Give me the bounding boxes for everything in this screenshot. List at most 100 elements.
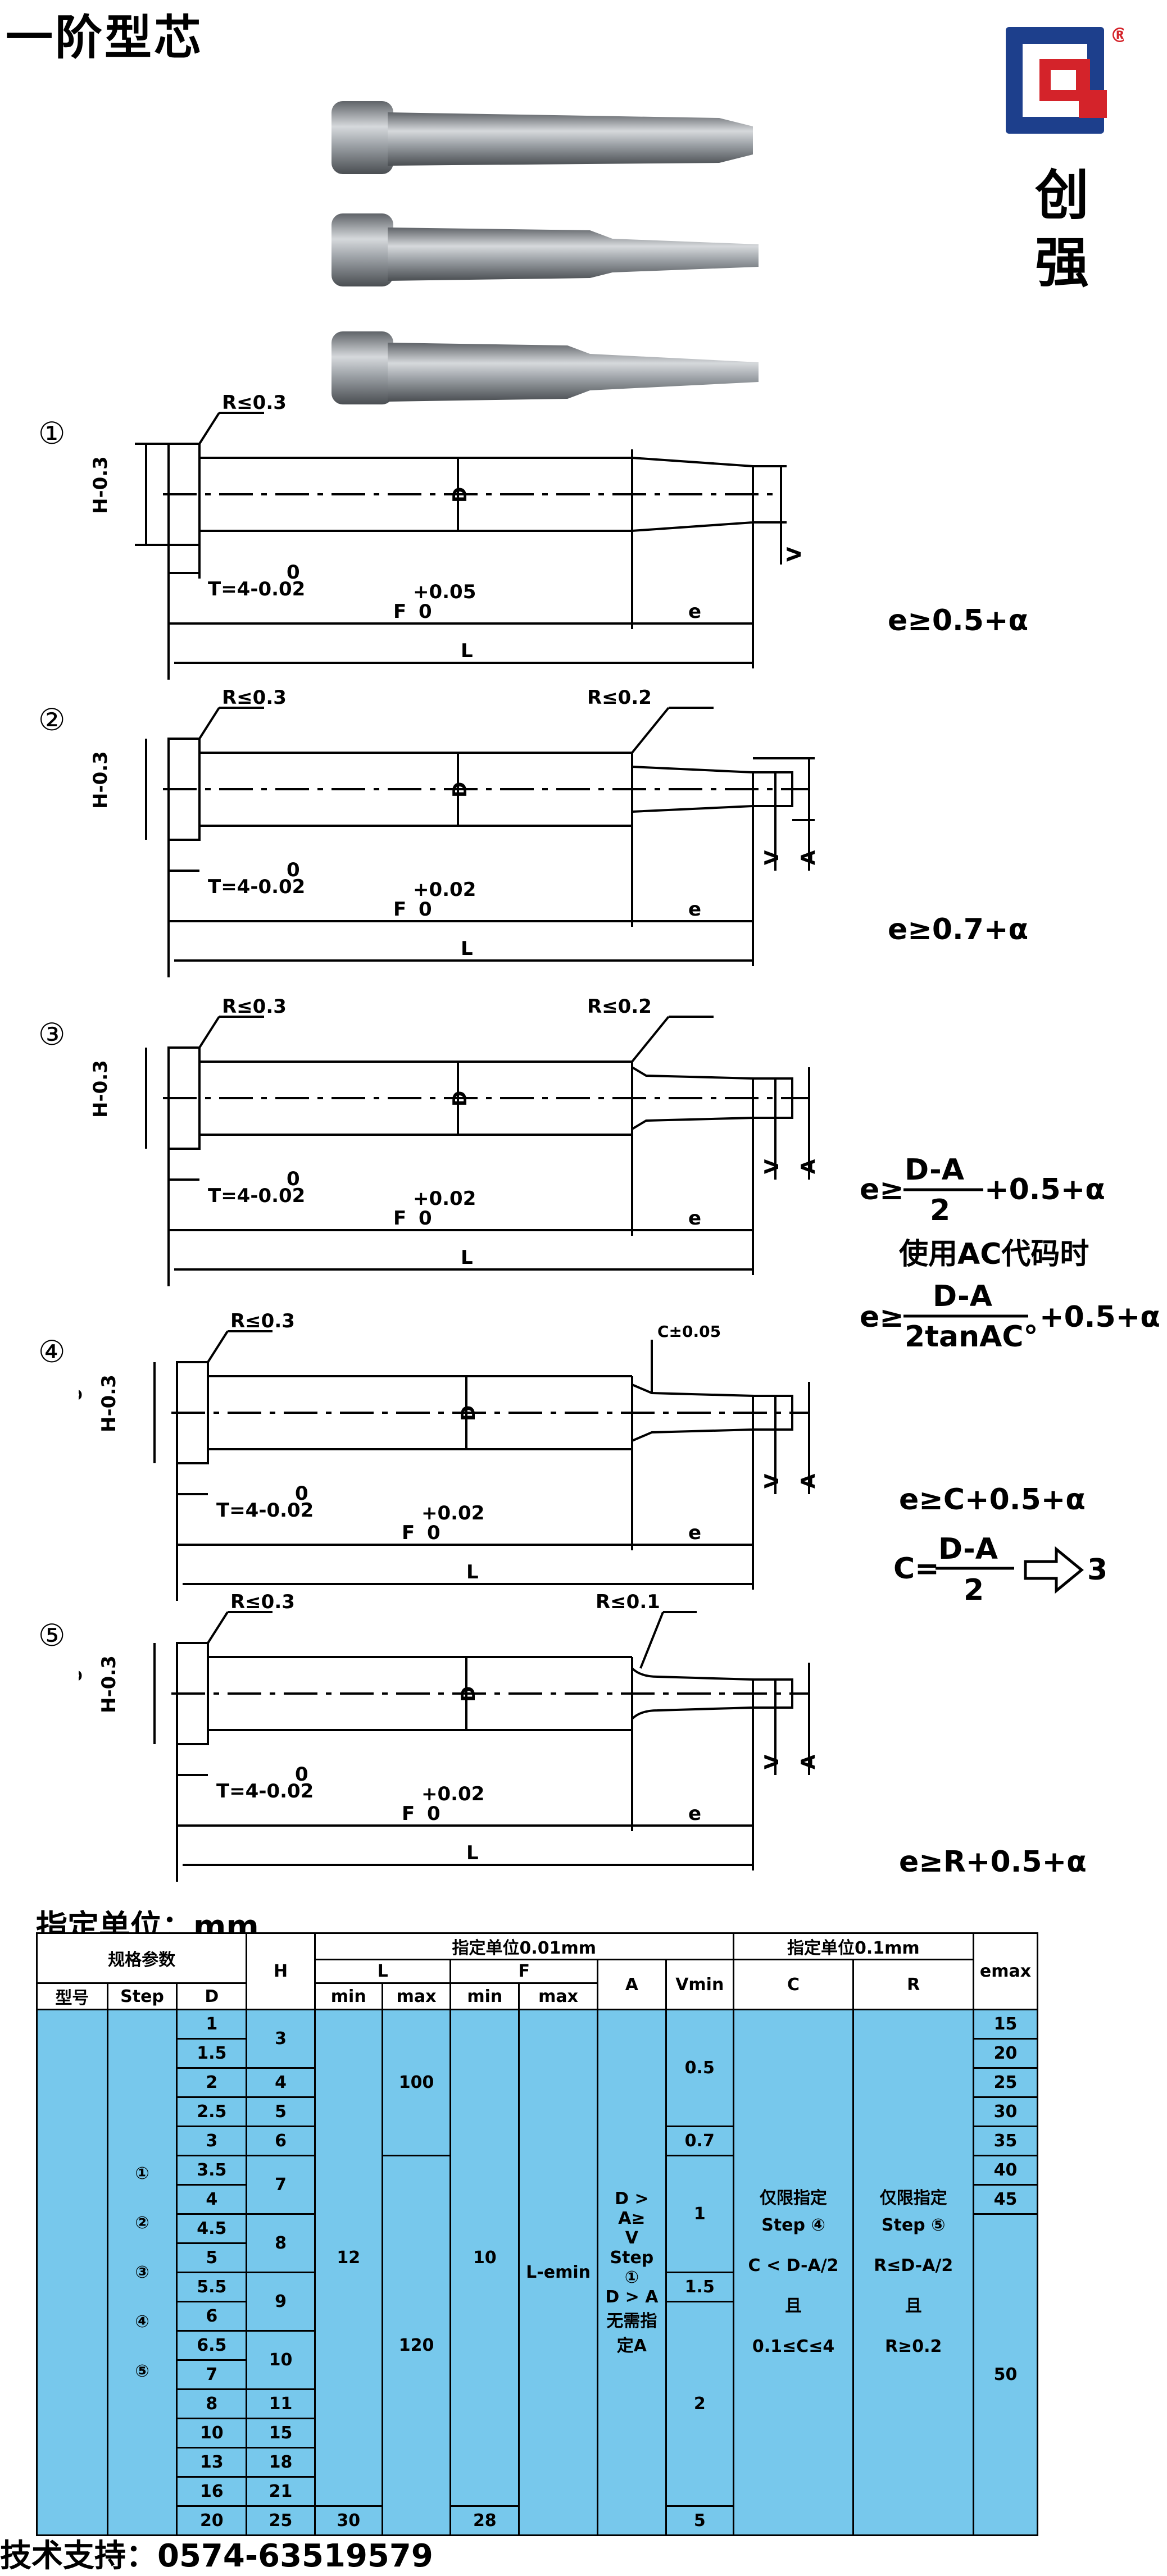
- formula-step-1: e≥0.5+α: [888, 604, 1029, 638]
- emax-cell: 50: [972, 2213, 1039, 2536]
- th-spec-group: 规格参数: [35, 1932, 248, 1984]
- svg-text:0: 0: [79, 1669, 87, 1682]
- vmin-cell: 0.5: [665, 2009, 734, 2127]
- svg-text:0: 0: [419, 600, 432, 623]
- svg-text:0: 0: [287, 1168, 300, 1190]
- emax-cell: 25: [972, 2067, 1039, 2098]
- svg-text:T=4-0.02: T=4-0.02: [208, 876, 305, 898]
- svg-text:C=: C=: [893, 1552, 939, 1586]
- svg-text:e: e: [688, 600, 701, 623]
- svg-text:+0.5+α: +0.5+α: [984, 1173, 1105, 1207]
- svg-text:使用AC代码时: 使用AC代码时: [898, 1237, 1089, 1271]
- svg-text:T=4-0.02: T=4-0.02: [216, 1780, 314, 1803]
- svg-text:D: D: [457, 1405, 480, 1421]
- product-photo: [332, 101, 759, 404]
- pin-2: [332, 213, 759, 286]
- step-number-1: ①: [38, 416, 66, 451]
- svg-text:0: 0: [419, 898, 432, 921]
- vmin-cell: 2: [665, 2301, 734, 2507]
- th-vmin: Vmin: [665, 1959, 734, 2010]
- th-step: Step: [106, 1982, 178, 2010]
- page-title: 一阶型芯: [6, 10, 204, 65]
- f-min-cell: 28: [449, 2505, 520, 2536]
- l-max-cell: 120: [381, 2155, 452, 2536]
- h-cell: 15: [246, 2418, 316, 2448]
- d-cell: 1: [176, 2009, 248, 2040]
- f-max-cell: L-emin: [518, 2009, 598, 2536]
- th-f-max: max: [518, 1982, 598, 2010]
- svg-text:D: D: [449, 1091, 471, 1107]
- l-max-cell: 100: [381, 2009, 452, 2156]
- th-unit-01: 指定单位0.1mm: [732, 1932, 974, 1960]
- formula-step-5: e≥R+0.5+α: [899, 1845, 1087, 1879]
- vmin-cell: 1: [665, 2155, 734, 2273]
- arrow-right-icon: [1024, 1546, 1084, 1594]
- svg-text:®: ®: [1110, 24, 1124, 47]
- svg-text:2: 2: [964, 1573, 984, 1607]
- d-cell: 10: [176, 2418, 248, 2448]
- h-cell: 6: [246, 2126, 316, 2156]
- th-a: A: [596, 1959, 667, 2010]
- svg-text:D: D: [449, 487, 471, 503]
- drawing-step-5: R≤0.3 R≤0.1 H-0.3 0 D T=4-0.02 0 F +0.02…: [79, 1591, 820, 1882]
- th-c: C: [732, 1959, 855, 2010]
- svg-text:e: e: [688, 898, 701, 921]
- step-cell: ① ② ③ ④ ⑤: [106, 2009, 178, 2536]
- th-emax: emax: [972, 1932, 1039, 2010]
- h-cell: 8: [246, 2213, 316, 2273]
- svg-text:A: A: [797, 1159, 820, 1174]
- step-number-5: ⑤: [38, 1618, 66, 1653]
- type-cell: [36, 2009, 108, 2536]
- svg-text:L: L: [461, 937, 473, 960]
- d-cell: 5: [176, 2242, 248, 2273]
- vmin-cell: 5: [665, 2505, 734, 2536]
- d-cell: 3.5: [176, 2155, 248, 2186]
- h-cell: 4: [246, 2067, 316, 2098]
- svg-text:H-0.3: H-0.3: [89, 1060, 112, 1118]
- step-number-3: ③: [38, 1017, 66, 1052]
- th-l: L: [314, 1959, 452, 1984]
- th-type: 型号: [36, 1982, 108, 2010]
- step-number-2: ②: [38, 702, 66, 738]
- th-f-min: min: [449, 1982, 520, 2010]
- svg-text:T=4-0.02: T=4-0.02: [208, 578, 305, 600]
- h-cell: 21: [246, 2476, 316, 2507]
- svg-text:+0.02: +0.02: [421, 1783, 484, 1805]
- svg-text:V: V: [783, 547, 806, 562]
- d-cell: 16: [176, 2476, 248, 2507]
- h-cell: 5: [246, 2096, 316, 2127]
- d-cell: 1.5: [176, 2038, 248, 2069]
- svg-text:+0.05: +0.05: [413, 581, 476, 603]
- emax-cell: 20: [972, 2038, 1039, 2069]
- svg-text:D-A: D-A: [933, 1280, 992, 1313]
- emax-cell: 35: [972, 2126, 1039, 2156]
- svg-text:0: 0: [287, 561, 300, 584]
- formula-step-3: e≥ D-A 2 +0.5+α 使用AC代码时 e≥ D-A 2tanAC° +…: [860, 1153, 1160, 1354]
- d-cell: 4.5: [176, 2213, 248, 2244]
- l-min-cell: 30: [314, 2505, 383, 2536]
- emax-cell: 45: [972, 2184, 1039, 2215]
- th-r: R: [852, 1959, 974, 2010]
- svg-text:R≤0.3: R≤0.3: [222, 686, 287, 709]
- svg-text:V: V: [761, 1159, 783, 1174]
- pin-3: [332, 331, 759, 404]
- svg-text:L: L: [461, 640, 473, 662]
- d-cell: 5.5: [176, 2272, 248, 2302]
- h-cell: 10: [246, 2330, 316, 2390]
- svg-text:e: e: [688, 1803, 701, 1825]
- vmin-cell: 0.7: [665, 2126, 734, 2156]
- drawing-step-4: R≤0.3 C±0.05 H-0.3 0 D T=4-0.02 0 F +0.0…: [79, 1310, 820, 1601]
- step-number-4: ④: [38, 1334, 66, 1369]
- cq-logo-icon: ®: [995, 17, 1130, 140]
- svg-text:D: D: [457, 1686, 480, 1702]
- d-cell: 13: [176, 2447, 248, 2478]
- svg-text:A: A: [797, 850, 820, 865]
- svg-text:2: 2: [930, 1194, 950, 1227]
- svg-text:H-0.3: H-0.3: [89, 751, 112, 809]
- h-cell: 7: [246, 2155, 316, 2215]
- svg-text:C±0.05: C±0.05: [657, 1322, 721, 1341]
- f-min-cell: 10: [449, 2009, 520, 2507]
- d-cell: 4: [176, 2184, 248, 2215]
- d-cell: 2: [176, 2067, 248, 2098]
